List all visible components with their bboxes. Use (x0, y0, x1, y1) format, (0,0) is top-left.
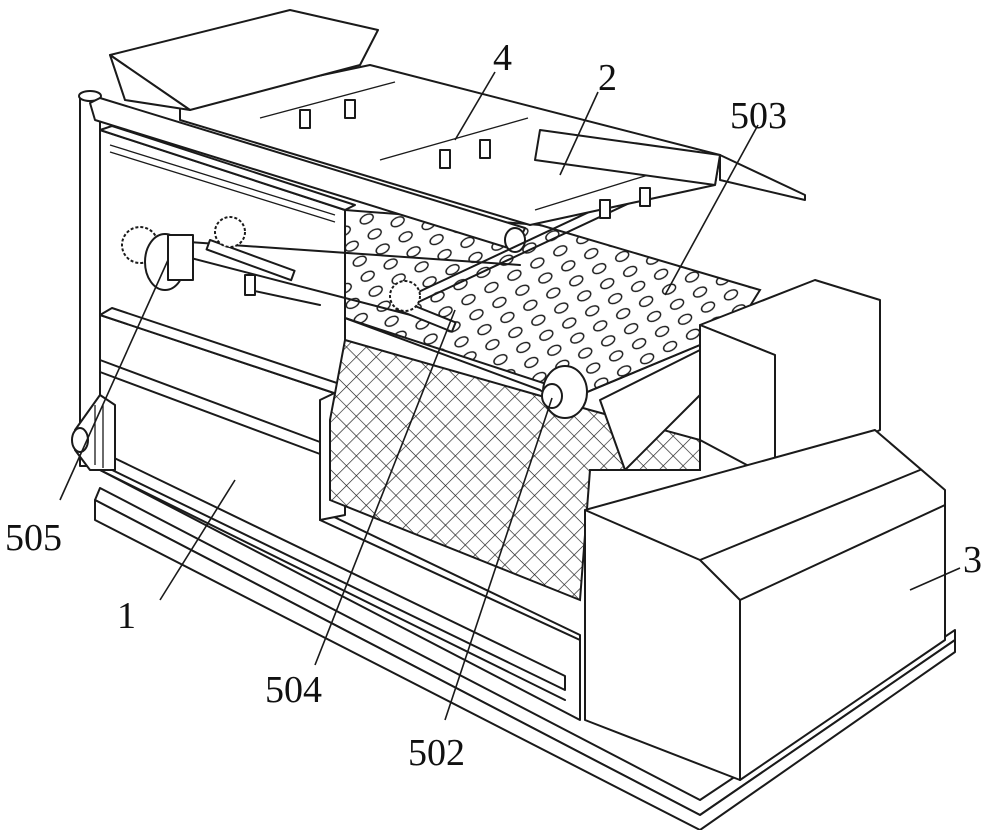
leader-504 (314, 309, 456, 666)
gear-wheels (121, 216, 421, 312)
leader-lines (59, 71, 961, 721)
frame-body (99, 125, 581, 721)
base-plate (94, 487, 956, 830)
leader-2 (559, 91, 599, 176)
label-502: 502 (408, 732, 465, 774)
feed-hopper-assembly (109, 9, 806, 201)
label-4: 4 (493, 37, 512, 79)
drive-housing (584, 279, 946, 781)
label-2: 2 (598, 57, 617, 99)
leader-3 (909, 567, 961, 591)
leader-502 (444, 397, 553, 721)
callout-labels: 4 2 503 505 1 3 504 502 (5, 37, 982, 774)
label-503: 503 (730, 95, 787, 137)
leader-1 (159, 479, 236, 601)
label-505: 505 (5, 517, 62, 559)
label-1: 1 (117, 595, 136, 637)
top-rail (89, 97, 701, 306)
drive-roller (541, 365, 588, 419)
leader-505 (59, 259, 169, 501)
leader-4 (454, 71, 496, 141)
label-504: 504 (265, 669, 322, 711)
leader-503 (664, 124, 759, 296)
label-3: 3 (963, 539, 982, 581)
